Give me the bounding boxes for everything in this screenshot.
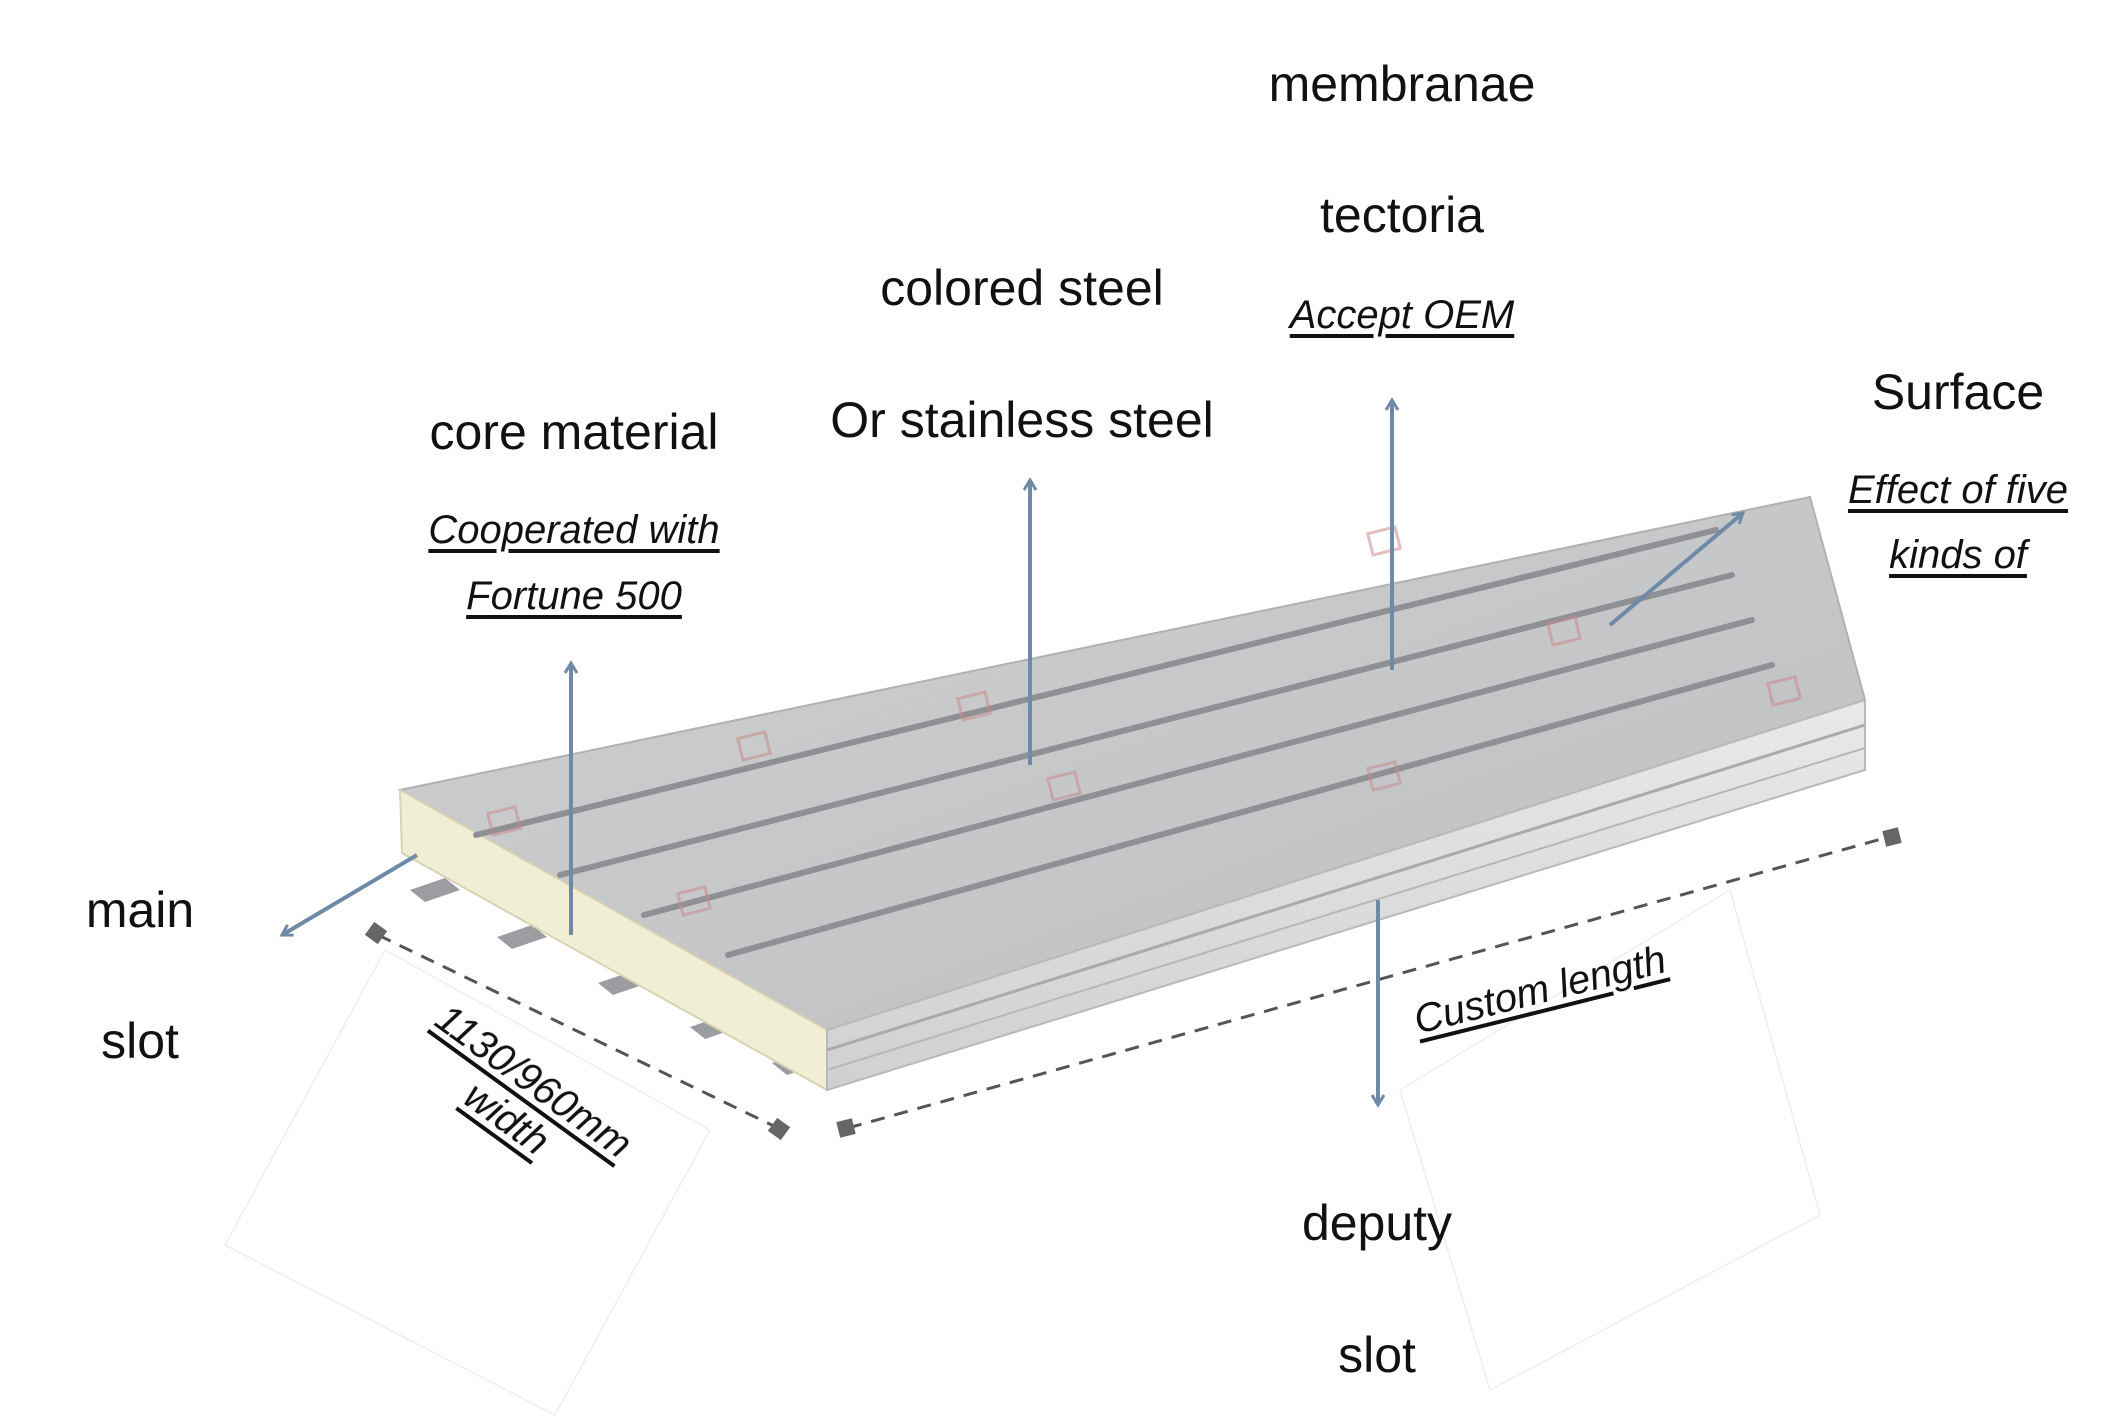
label-core-material: core material [429, 404, 719, 460]
label-deputy-slot: slot [1338, 1327, 1416, 1383]
label-colored-steel: colored steel [880, 260, 1164, 316]
label-main-slot: slot [101, 1013, 179, 1069]
length-dimension [836, 827, 1902, 1138]
background-guide-right [1399, 888, 1821, 1392]
side-groove-1 [826, 723, 1866, 1052]
background-guide-left [223, 948, 712, 1417]
note-effect-line2: kinds of [1889, 533, 2027, 577]
note-cooperated-line2: Fortune 500 [466, 574, 682, 618]
watermark-logos [485, 525, 1803, 917]
label-deputy: deputy [1301, 1195, 1453, 1251]
arrow-main-slot [282, 853, 419, 937]
note-accept-oem: Accept OEM [1289, 293, 1515, 337]
width-dimension [364, 921, 791, 1141]
callout-arrows [282, 400, 1743, 1105]
note-effect-line1: Effect of five [1847, 468, 2069, 512]
side-groove-2 [826, 747, 1866, 1071]
top-grooves [473, 527, 1775, 958]
label-main: main [85, 882, 195, 938]
label-stainless-steel: Or stainless steel [830, 392, 1214, 448]
label-surface: Surface [1871, 364, 2045, 420]
arrow-surface [1608, 513, 1743, 627]
note-cooperated-line1: Cooperated with [428, 508, 720, 552]
label-tectoria: tectoria [1320, 187, 1484, 243]
label-membranae: membranae [1268, 56, 1536, 112]
